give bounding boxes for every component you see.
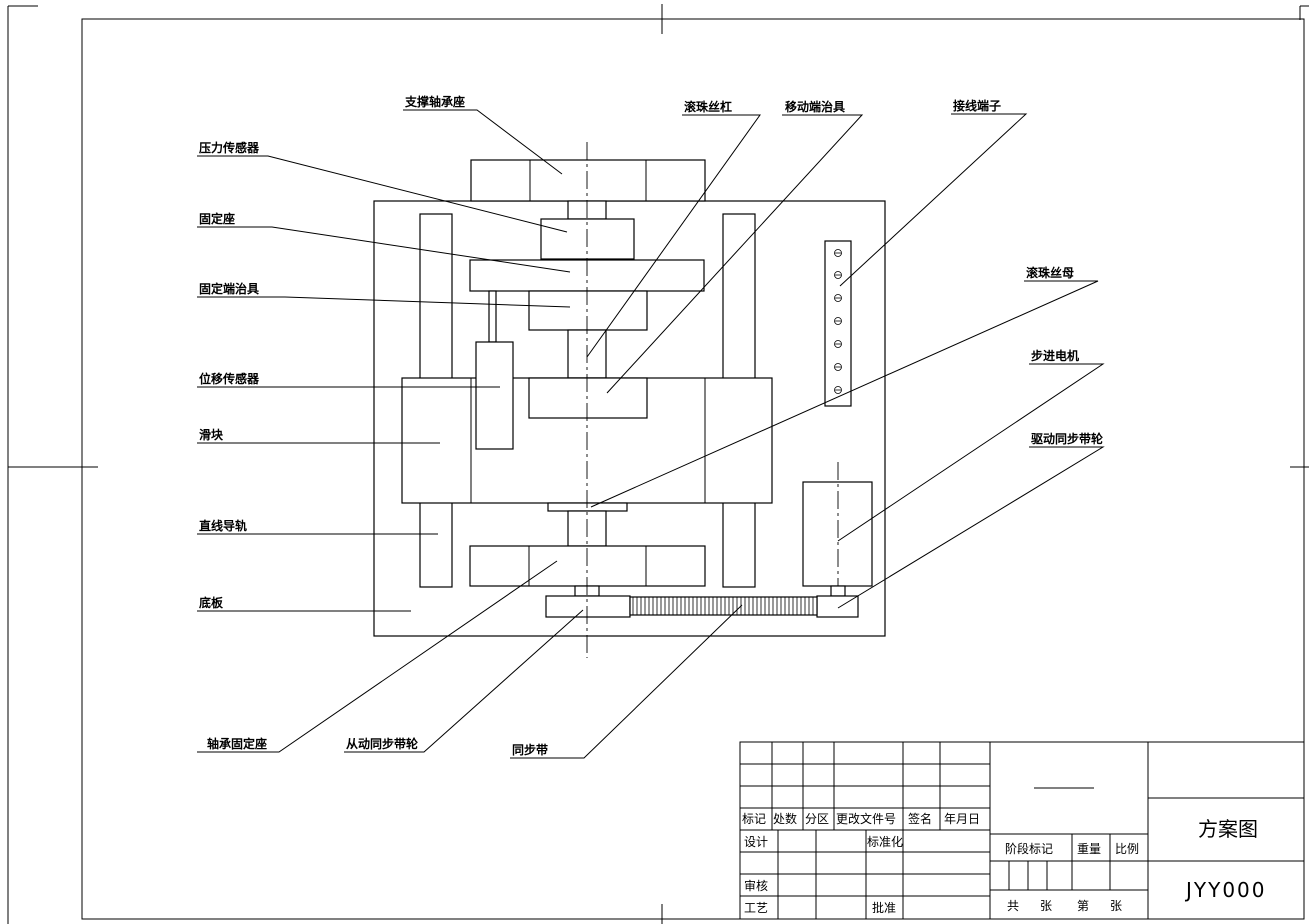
- label-support-bearing-seat: 支撑轴承座: [404, 94, 465, 109]
- label-bearing-fixed-seat: 轴承固定座: [207, 736, 267, 751]
- label-linear-guide: 直线导轨: [199, 518, 247, 533]
- moving-end-fixture: [528, 377, 648, 419]
- fixed-end-fixture: [528, 290, 648, 331]
- tb-count: 处数: [773, 811, 797, 826]
- tb-date: 年月日: [944, 812, 980, 826]
- label-base-plate: 底板: [199, 595, 224, 610]
- sheet-border: [7, 4, 1309, 924]
- driven-pulley: [545, 595, 631, 618]
- label-pressure-sensor: 压力传感器: [199, 140, 260, 155]
- displacement-sensor: [475, 341, 514, 450]
- tb-drawing-code: JYY000: [1184, 878, 1267, 902]
- tb-process: 工艺: [744, 901, 768, 915]
- tb-approve: 批准: [872, 900, 896, 915]
- tb-zone: 分区: [805, 812, 829, 826]
- leader-lines: [197, 109, 1105, 759]
- tb-sheet-no-unit: 张: [1110, 899, 1122, 913]
- tb-signature: 签名: [908, 811, 932, 826]
- tb-change-doc: 更改文件号: [836, 811, 896, 826]
- terminal-block: [824, 240, 852, 407]
- tb-sheets: 张: [1040, 899, 1052, 913]
- tb-total: 共: [1007, 899, 1019, 913]
- tb-stage-mark: 阶段标记: [1005, 841, 1053, 856]
- label-driven-pulley: 从动同步带轮: [346, 736, 419, 751]
- label-terminal-block: 接线端子: [953, 98, 1001, 113]
- label-fixed-end-fixture: 固定端治具: [199, 281, 259, 296]
- support-bearing-seat: [470, 159, 706, 202]
- label-drive-pulley: 驱动同步带轮: [1031, 431, 1104, 446]
- label-slider: 滑块: [199, 427, 224, 442]
- tb-review: 审核: [744, 878, 768, 893]
- ball-nut: [547, 502, 628, 512]
- label-fixed-seat: 固定座: [199, 211, 235, 226]
- timing-belt: [629, 596, 818, 616]
- bearing-fixed-seat: [469, 545, 706, 587]
- tb-mark: 标记: [742, 812, 766, 826]
- tb-sheet-no: 第: [1077, 899, 1089, 913]
- tb-scale: 比例: [1115, 842, 1139, 856]
- label-moving-end-fixture: 移动端治具: [785, 99, 845, 114]
- label-ball-screw: 滚珠丝杠: [684, 99, 732, 114]
- test-rig-drawing: [373, 142, 886, 658]
- tb-drawing-name: 方案图: [1198, 817, 1258, 841]
- tb-weight: 重量: [1077, 842, 1101, 856]
- part-labels: 支撑轴承座 压力传感器 固定座 固定端治具 位移传感器 滑块 直线导轨 底板 滚…: [199, 94, 1104, 757]
- pressure-sensor: [540, 218, 635, 260]
- label-stepper-motor: 步进电机: [1031, 348, 1079, 363]
- tb-standardize: 标准化: [867, 835, 903, 849]
- label-displacement-sensor: 位移传感器: [199, 371, 260, 386]
- title-block: 标记 处数 分区 更改文件号 签名 年月日 设计 标准化 审核 工艺 批准 阶段…: [739, 741, 1305, 920]
- tb-design: 设计: [744, 835, 768, 849]
- label-ball-nut: 滚珠丝母: [1026, 265, 1074, 280]
- label-timing-belt: 同步带: [512, 742, 548, 757]
- stepper-motor: [802, 481, 873, 587]
